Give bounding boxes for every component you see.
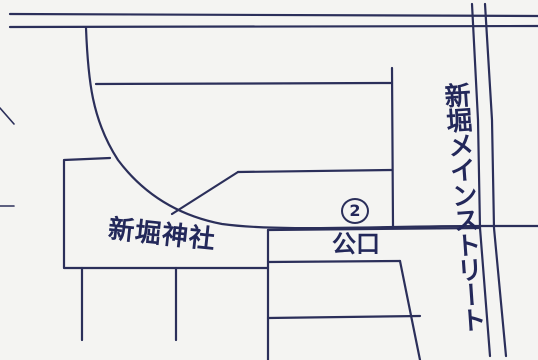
marker-number: 2 — [349, 201, 361, 220]
park-label: 公口 — [332, 230, 380, 258]
curved-road — [84, 26, 538, 230]
park-block-line-2 — [266, 314, 422, 320]
block-right-line — [390, 66, 395, 228]
left-mark-top — [0, 107, 15, 125]
main-street-left-edge — [470, 2, 492, 358]
shrine-block — [62, 156, 270, 270]
block-diagonal — [170, 170, 240, 216]
block-top-line — [94, 81, 394, 86]
park-block-line-1 — [266, 259, 402, 264]
park-block-top — [266, 226, 482, 232]
block-mid-line — [236, 168, 394, 174]
main-street-right-edge — [483, 2, 508, 358]
park-block-right — [398, 259, 422, 360]
location-marker: 2 — [341, 198, 369, 224]
top-road-upper-edge — [8, 12, 538, 18]
top-road-lower-edge — [8, 24, 538, 29]
